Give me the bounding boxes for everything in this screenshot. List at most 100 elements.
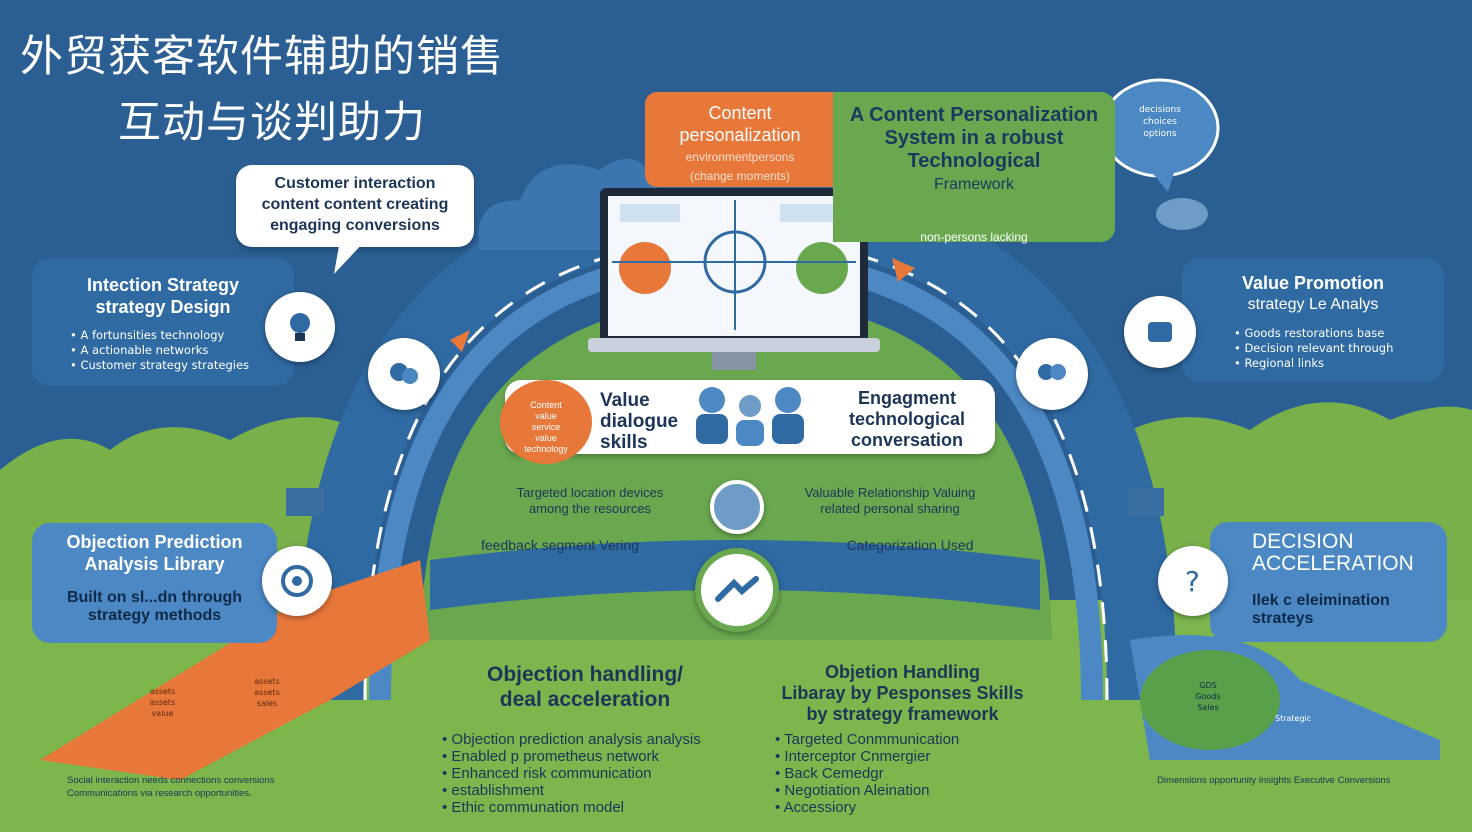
value-dialogue-text: Value dialogue skills <box>600 390 678 453</box>
right-panel-title2: strategy Le Analys <box>1247 296 1379 313</box>
left-bullet: A actionable networks <box>70 343 294 358</box>
content-value-bubble: Content value service value technology <box>500 380 592 464</box>
bl-item: establishment <box>442 782 701 799</box>
mid-label-left-top: Targeted location devices among the reso… <box>490 485 690 517</box>
right-bullet: Goods restorations base <box>1234 326 1444 341</box>
bl-head2: deal acceleration <box>499 688 671 711</box>
group-icon <box>1016 338 1088 410</box>
left-panel-title1: Intection Strategy <box>86 275 240 295</box>
speech-bubble: Customer interaction content content cre… <box>236 165 474 247</box>
footer-left-line1: Social interaction needs connections con… <box>67 775 275 786</box>
laptop-stand <box>712 352 756 370</box>
cloud-line2: choices <box>1143 117 1177 127</box>
team-icon <box>1124 296 1196 368</box>
decision-title2: ACCELERATION <box>1252 552 1414 575</box>
question-icon: ? <box>1158 546 1228 616</box>
obj-left-title2: Analysis Library <box>84 554 225 574</box>
value-line3: skills <box>600 432 648 453</box>
interaction-strategy-panel: Intection Strategy strategy Design A for… <box>32 258 294 386</box>
cloud-bubble-text: decisions choices options <box>1118 104 1202 140</box>
mound-word: GDS <box>1199 681 1217 690</box>
path-word: assets <box>149 698 176 707</box>
right-panel-list: Goods restorations base Decision relevan… <box>1182 326 1444 371</box>
green-mound-labels: GDS Goods Sales <box>1180 680 1236 713</box>
bubble-word: value <box>535 411 557 421</box>
br-head1: Objetion Handling <box>825 662 980 682</box>
bl-head1: Objection handling/ <box>487 663 683 686</box>
decision-sub2: strateys <box>1252 610 1314 627</box>
head-icon <box>1156 198 1208 230</box>
br-item: Interceptor Cnmergier <box>775 748 959 765</box>
mid-left-top1: Targeted location devices <box>516 485 664 500</box>
bubble-word: Content <box>530 400 562 410</box>
content-personalization-card: Content personalization environmentperso… <box>645 92 835 187</box>
building-right <box>1128 488 1164 516</box>
br-item: Back Cemedgr <box>775 765 959 782</box>
laptop-base <box>588 338 880 352</box>
green-sub: non-persons lacking <box>920 230 1028 244</box>
engagement-text: Engagment technological conversation <box>832 388 982 451</box>
technological-framework-card: A Content Personalization System in a ro… <box>833 92 1115 244</box>
engage-line1: Engagment <box>857 388 956 408</box>
mid-label-right-low: Categorization Used <box>846 537 974 553</box>
ramp-label: Strategic <box>1275 714 1312 723</box>
value-promotion-panel: Value Promotion strategy Le Analys Goods… <box>1182 258 1444 382</box>
speech-line2: content content creating <box>261 196 449 213</box>
cloud-line3: options <box>1143 129 1177 139</box>
green-title2: System in a robust <box>884 127 1064 149</box>
objection-library-list: Targeted Conmmunication Interceptor Cnme… <box>775 731 960 816</box>
speech-line1: Customer interaction <box>274 175 436 192</box>
speech-bubble-tail <box>334 240 366 274</box>
building-left <box>286 488 324 516</box>
page-title-line1: 外贸获客软件辅助的销售 <box>20 32 504 82</box>
br-item: Targeted Conmmunication <box>775 731 959 748</box>
objection-library-heading: Objetion Handling Libaray by Pesponses S… <box>770 662 1035 725</box>
orange-sub2: (change moments) <box>689 169 791 183</box>
path-word: assets <box>254 677 280 686</box>
bl-item: Enhanced risk communication <box>442 765 701 782</box>
right-panel-title1: Value Promotion <box>1241 273 1385 293</box>
mound-word: Sales <box>1197 703 1219 712</box>
mid-right-top2: related personal sharing <box>820 501 960 516</box>
obj-left-title1: Objection Prediction <box>66 532 243 552</box>
br-item: Negotiation Aleination <box>775 782 959 799</box>
screen-box-2 <box>780 204 840 222</box>
bl-item: Ethic communation model <box>442 799 701 816</box>
orange-path-labels-2: assets assets sales <box>242 676 292 709</box>
path-word: sales <box>256 699 278 708</box>
people-icon <box>696 387 804 446</box>
bubble-word: service <box>531 422 561 432</box>
screen-box-1 <box>620 204 680 222</box>
bubble-word: value <box>535 433 557 443</box>
right-bullet: Regional links <box>1234 356 1444 371</box>
target-icon <box>262 546 332 616</box>
green-title1: A Content Personalization <box>849 104 1099 126</box>
value-line2: dialogue <box>600 411 679 432</box>
screen-green-dot <box>796 242 848 294</box>
lightbulb-icon <box>265 292 335 362</box>
obj-left-sub2: strategy methods <box>87 607 222 624</box>
left-bullet: Customer strategy strategies <box>70 358 294 373</box>
mid-left-top2: among the resources <box>528 501 652 516</box>
bl-item: Objection prediction analysis analysis <box>442 731 700 748</box>
objection-handling-list: Objection prediction analysis analysis E… <box>442 731 701 816</box>
orange-path-labels-1: assets assets value <box>140 686 185 719</box>
left-panel-title2: strategy Design <box>95 297 231 317</box>
arrow-orange-right <box>892 258 915 282</box>
footer-right: Dimensions opportunity insights Executiv… <box>1157 775 1391 786</box>
right-bullet: Decision relevant through <box>1234 341 1444 356</box>
footer-left-line2: Communications via research opportunitie… <box>67 788 252 799</box>
br-item: Accessiory <box>775 799 959 816</box>
mid-label-left-low: feedback segment Vering <box>481 537 639 553</box>
objection-handling-heading: Objection handling/ deal acceleration <box>440 662 730 712</box>
left-panel-list: A fortunsities technology A actionable n… <box>32 328 294 373</box>
objection-prediction-panel: Objection Prediction Analysis Library Bu… <box>32 523 277 643</box>
orange-title2: personalization <box>679 125 801 145</box>
arrow-orange-left <box>450 330 470 352</box>
decision-acceleration-panel: DECISION ACCELERATION Ilek c eleiminatio… <box>1210 522 1447 642</box>
conversation-icon <box>368 338 440 410</box>
mid-right-top1: Valuable Relationship Valuing <box>804 485 976 500</box>
orange-sub1: environmentpersons <box>685 150 795 164</box>
globe-icon <box>710 480 764 534</box>
green-title3: Technological <box>907 150 1041 172</box>
